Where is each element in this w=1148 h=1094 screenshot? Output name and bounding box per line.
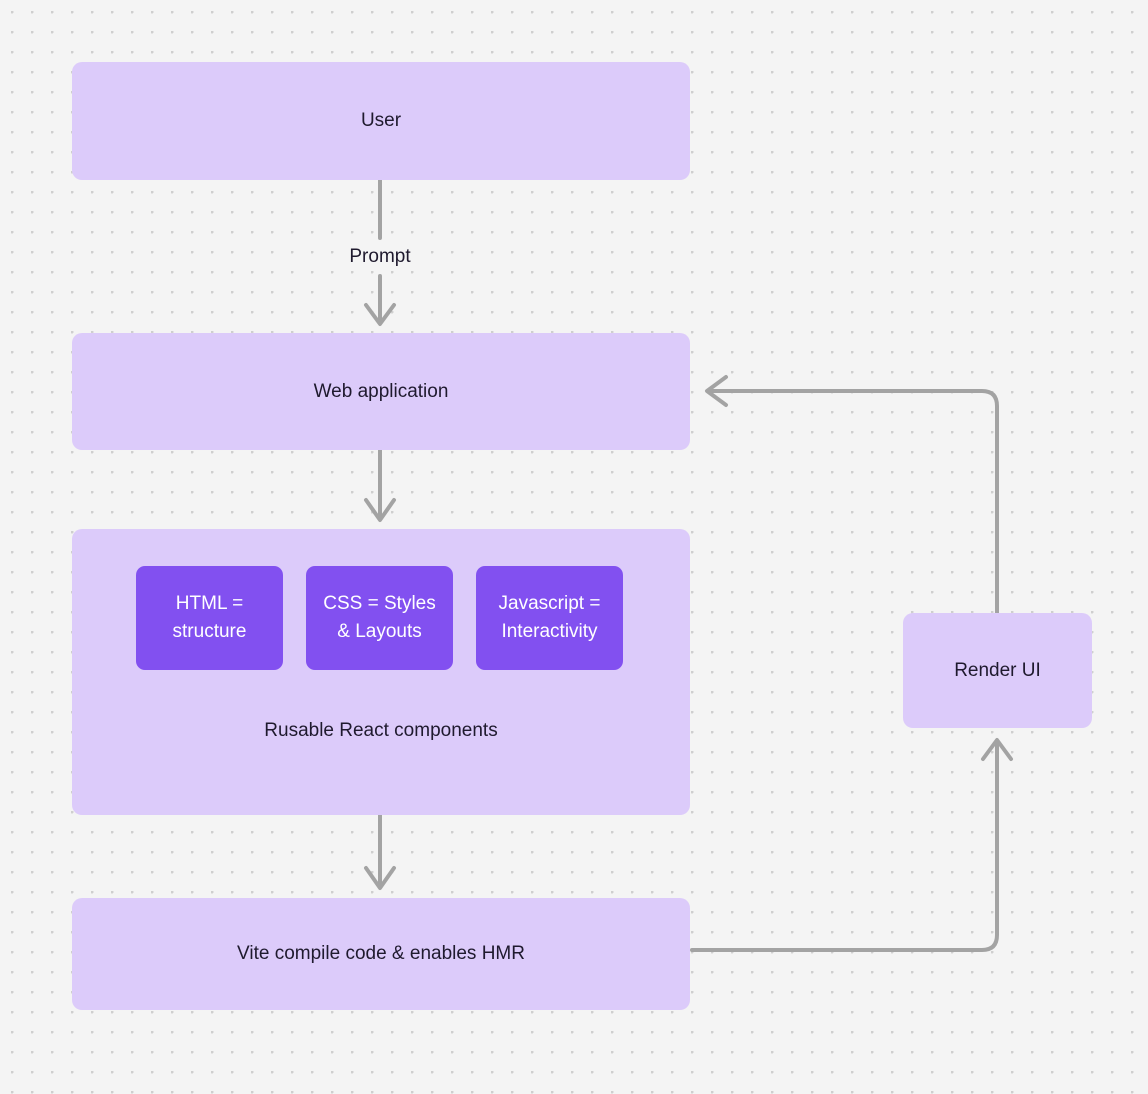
chip-css[interactable]: CSS = Styles & Layouts — [306, 566, 453, 670]
chip-html[interactable]: HTML = structure — [136, 566, 283, 670]
node-web-application[interactable]: Web application — [72, 333, 690, 450]
edge-vite-to-render — [690, 738, 1013, 952]
chip-javascript[interactable]: Javascript = Interactivity — [476, 566, 623, 670]
edge-webapp-to-components — [364, 448, 396, 522]
node-user[interactable]: User — [72, 62, 690, 180]
node-render-ui[interactable]: Render UI — [903, 613, 1092, 728]
node-react-components[interactable]: HTML = structure CSS = Styles & Layouts … — [72, 529, 690, 815]
edge-render-to-webapp — [705, 375, 999, 615]
edge-label-prompt: Prompt — [343, 244, 417, 270]
node-web-application-label: Web application — [313, 380, 449, 402]
node-vite-label: Vite compile code & enables HMR — [237, 943, 525, 965]
node-vite[interactable]: Vite compile code & enables HMR — [72, 898, 690, 1010]
node-user-label: User — [360, 110, 402, 132]
node-react-components-caption: Rusable React components — [264, 720, 498, 741]
chip-group: HTML = structure CSS = Styles & Layouts … — [136, 566, 623, 670]
edge-components-to-vite — [364, 813, 396, 890]
node-render-ui-label: Render UI — [954, 659, 1041, 681]
